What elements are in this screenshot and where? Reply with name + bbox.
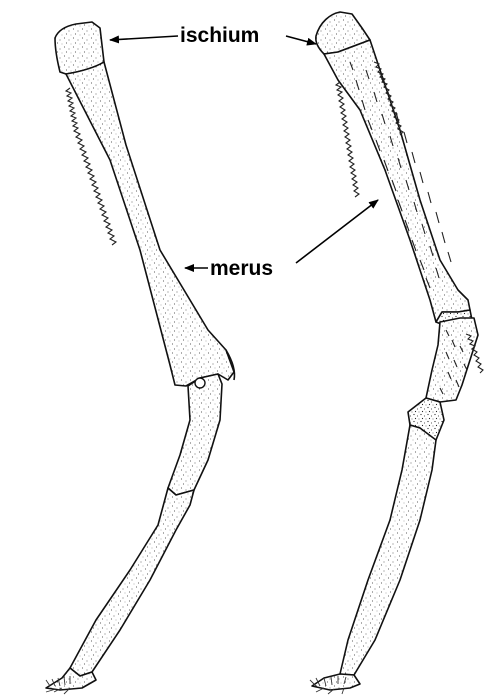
right-dactyl-segment	[312, 674, 360, 690]
left-carpus-segment	[168, 374, 222, 495]
left-propodus-segment	[70, 488, 194, 676]
right-leg	[310, 12, 483, 694]
left-leg	[46, 22, 235, 694]
label-merus: merus	[210, 257, 273, 280]
ischium-arrow-left	[110, 36, 178, 40]
merus-arrow-right	[296, 200, 378, 263]
ischium-arrow-right	[286, 36, 316, 44]
right-carpus-segment	[426, 318, 478, 402]
left-carpus-joint-knob	[195, 378, 205, 388]
right-propodus-segment	[340, 425, 436, 675]
label-ischium: ischium	[180, 24, 259, 47]
right-merus-segment	[324, 40, 470, 322]
left-merus-segment	[66, 62, 234, 386]
